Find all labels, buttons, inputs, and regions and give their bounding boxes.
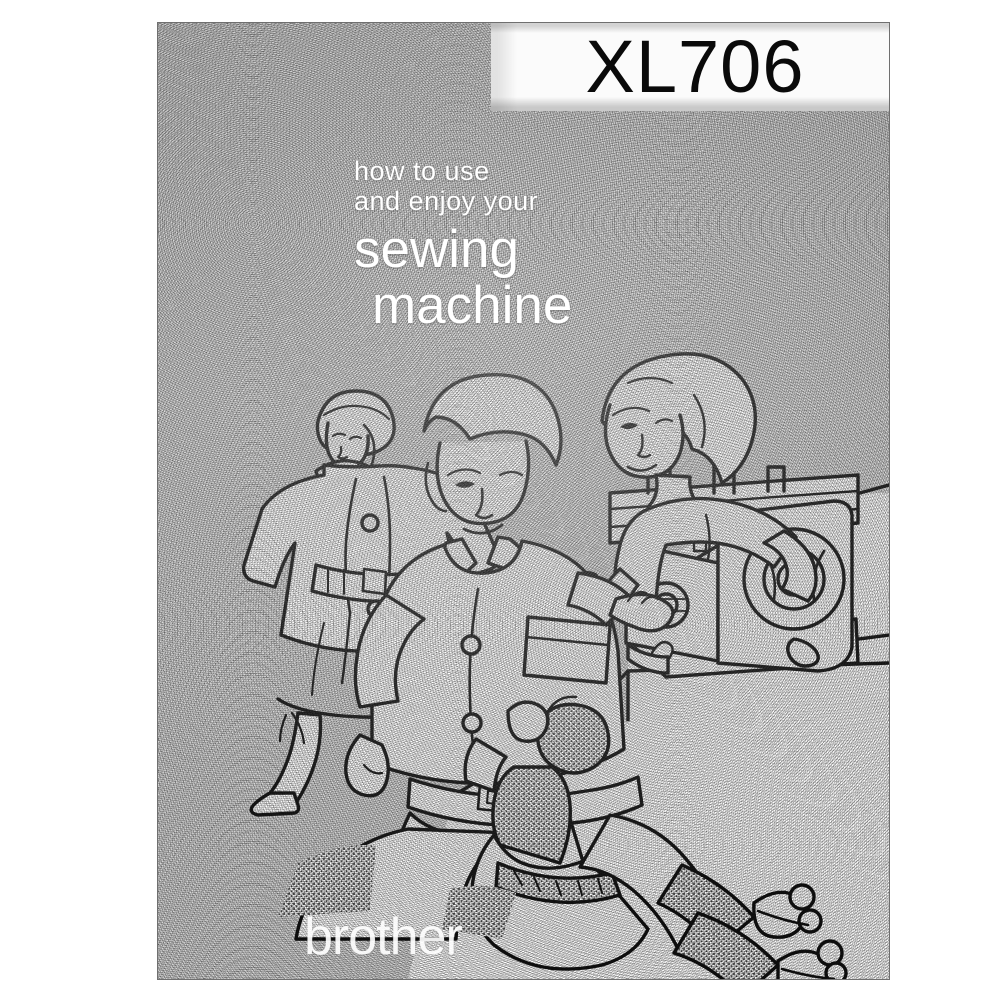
model-number-banner: XL706 xyxy=(491,23,889,111)
cover-illustration xyxy=(158,23,889,979)
headline-line-4: machine xyxy=(372,276,573,335)
cover-headline: how to use and enjoy your sewing machine xyxy=(354,156,684,334)
model-number-text: XL706 xyxy=(585,25,805,108)
headline-line-1: how to use xyxy=(354,156,490,186)
brother-wordmark: brother xyxy=(304,908,463,966)
headline-line-2: and enjoy your xyxy=(354,186,539,216)
headline-line-3: sewing xyxy=(354,220,519,279)
manual-cover-page: how to use and enjoy your sewing machine… xyxy=(157,22,890,980)
